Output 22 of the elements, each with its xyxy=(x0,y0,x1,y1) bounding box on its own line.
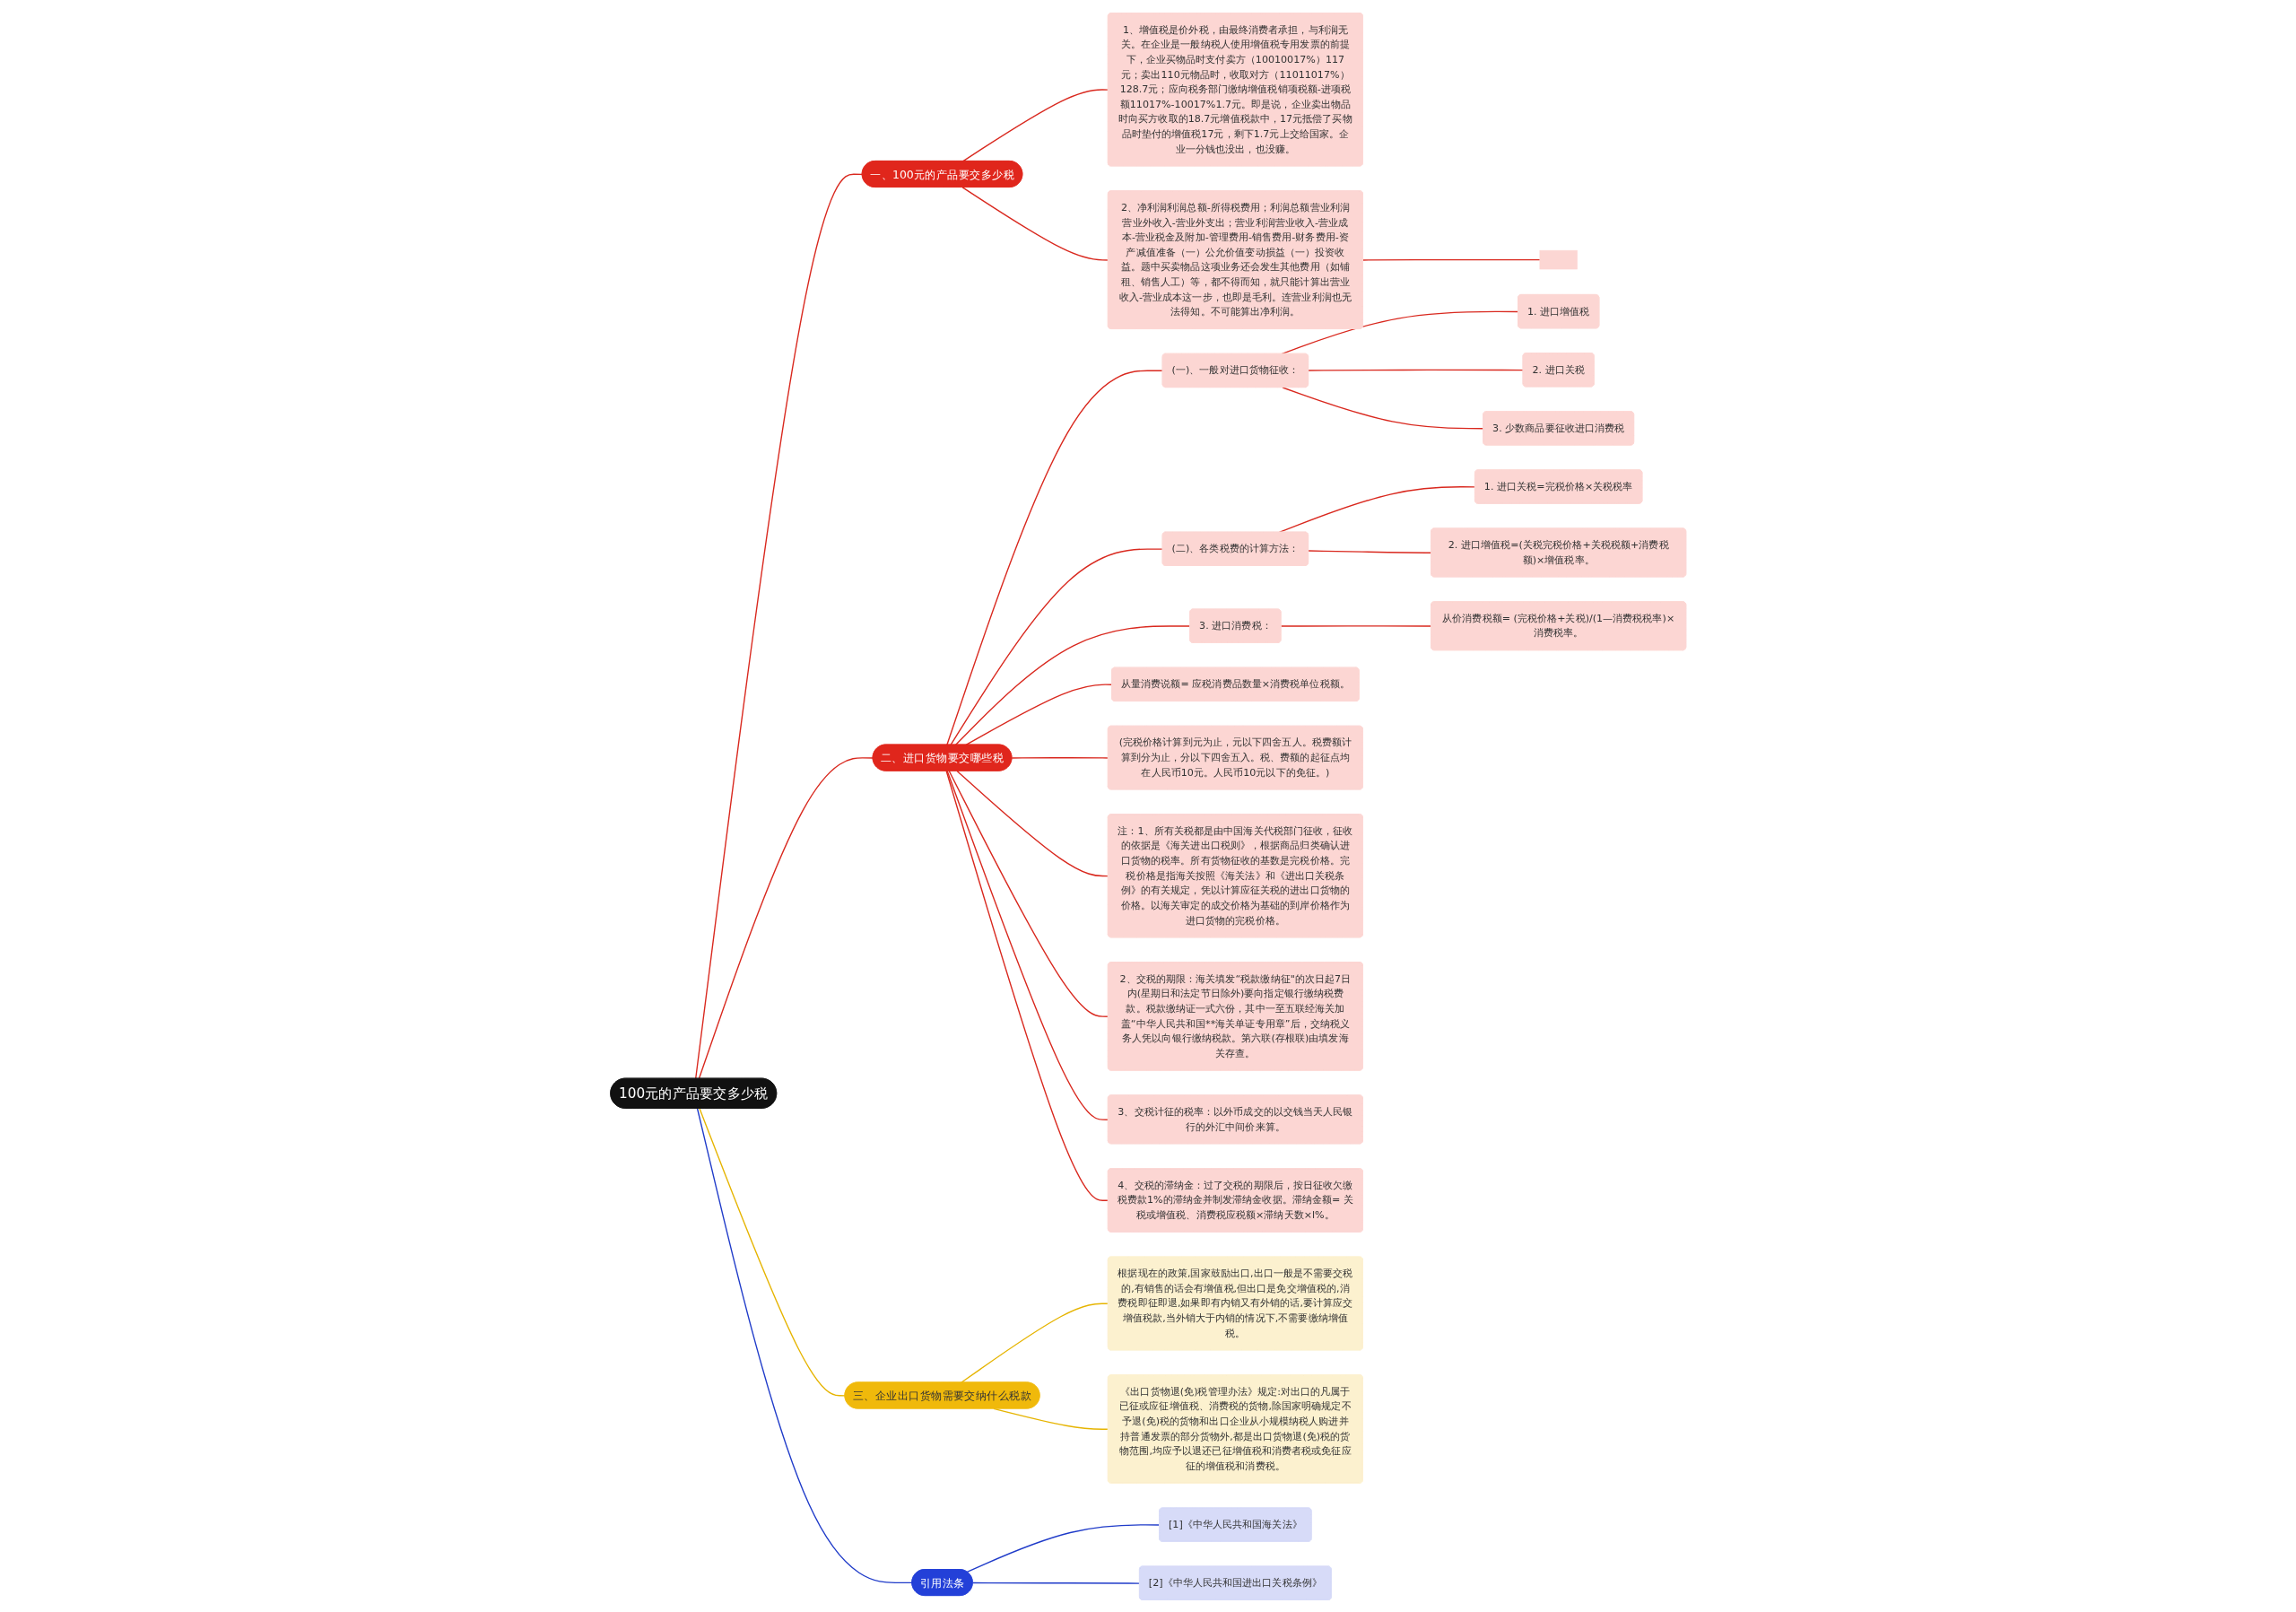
connector xyxy=(966,1523,1161,1573)
connector xyxy=(694,173,863,1079)
connector xyxy=(698,756,874,1079)
connector xyxy=(1280,624,1432,627)
connector xyxy=(945,770,1109,1201)
connector xyxy=(946,770,1109,1120)
connector xyxy=(1361,258,1541,261)
connector xyxy=(948,770,1109,1017)
connector xyxy=(1308,369,1524,371)
connector xyxy=(1011,756,1109,759)
node-box xyxy=(1539,249,1578,269)
connector xyxy=(950,547,1163,745)
connector xyxy=(945,370,1163,745)
connector xyxy=(993,1407,1109,1430)
connector xyxy=(1308,549,1432,553)
connector xyxy=(696,1107,913,1583)
connector xyxy=(971,1582,1141,1584)
connector xyxy=(961,186,1109,261)
connector xyxy=(954,624,1191,745)
connector xyxy=(956,770,1109,876)
connector xyxy=(699,1107,846,1397)
connector xyxy=(1282,386,1484,429)
